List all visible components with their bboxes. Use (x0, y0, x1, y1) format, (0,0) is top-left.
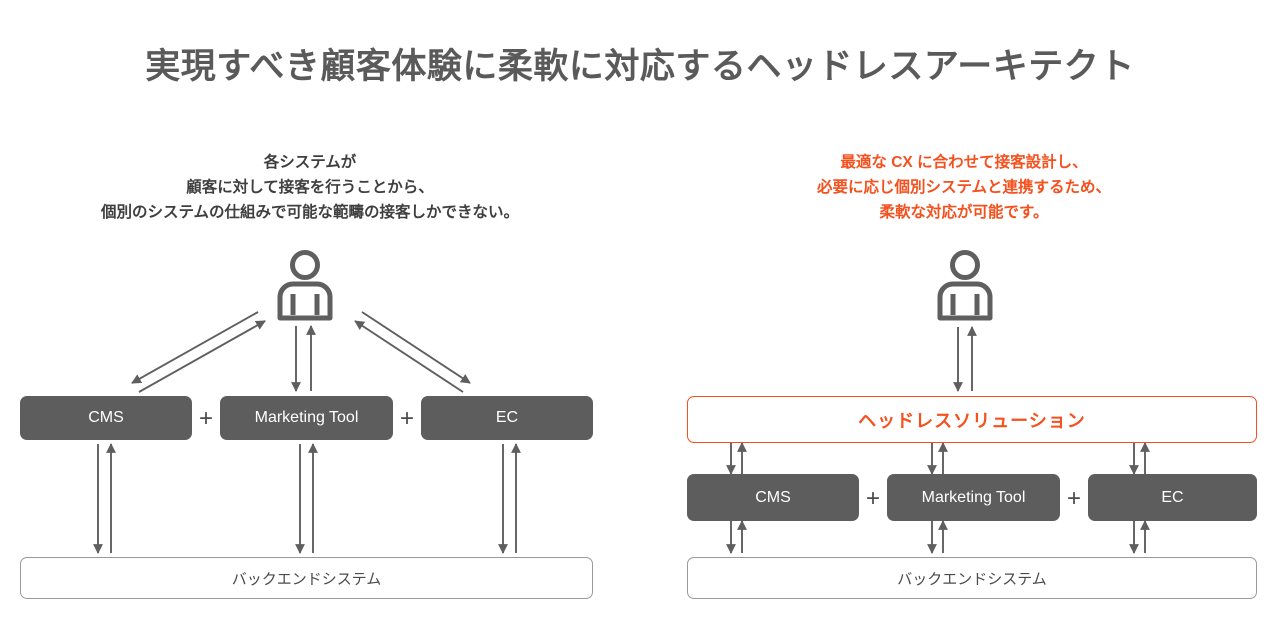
plus-separator: + (1066, 485, 1081, 512)
plus-separator: + (399, 405, 414, 432)
plus-separator: + (198, 405, 213, 432)
headless-solution-box[interactable]: ヘッドレスソリューション (687, 396, 1257, 443)
backend-system-label: バックエンドシステム (231, 570, 382, 588)
arrow-ec-backend (498, 443, 521, 554)
system-box-label: CMS (88, 409, 124, 426)
backend-system-label: バックエンドシステム (897, 570, 1047, 588)
caption-line: 必要に応じ個別システムと連携するため、 (816, 179, 1112, 197)
person-icon (272, 249, 338, 321)
system-box-cms[interactable]: CMS (20, 396, 192, 440)
person-icon (932, 249, 998, 321)
backend-system-box[interactable]: バックエンドシステム (20, 557, 593, 599)
page-title: 実現すべき顧客体験に柔軟に対応するヘッドレスアーキテクト (145, 47, 1135, 86)
arrow-person-ec (354, 311, 471, 393)
plus-separator: + (865, 485, 880, 512)
arrow-marketing-tool-backend (295, 443, 318, 554)
arrow-cms-backend (93, 443, 116, 554)
arrow-ec-backend (1129, 520, 1150, 554)
system-box-label: EC (495, 409, 519, 426)
arrow-headless-marketing-tool (927, 442, 948, 475)
system-box-label: Marketing Tool (254, 409, 359, 426)
right-panel-caption: 最適な CX に合わせて接客設計し、 必要に応じ個別システムと連携するため、 柔… (704, 150, 1224, 225)
system-box-ec[interactable]: EC (1088, 474, 1257, 521)
system-box-marketing-tool[interactable]: Marketing Tool (220, 396, 393, 440)
backend-system-box[interactable]: バックエンドシステム (687, 557, 1257, 599)
system-box-label: EC (1161, 488, 1184, 506)
left-panel-legacy-architecture: 各システムが 顧客に対して接客を行うことから、 個別のシステムの仕組みで可能な範… (20, 150, 600, 599)
arrow-person-headless (953, 326, 977, 392)
system-box-label: Marketing Tool (921, 488, 1026, 506)
arrow-marketing-tool-backend (927, 520, 948, 554)
arrow-headless-ec (1129, 442, 1150, 475)
caption-line: 顧客に対して接客を行うことから、 (186, 179, 434, 197)
left-panel-caption: 各システムが 顧客に対して接客を行うことから、 個別のシステムの仕組みで可能な範… (20, 150, 600, 225)
headless-solution-label: ヘッドレスソリューション (858, 410, 1086, 431)
system-box-marketing-tool[interactable]: Marketing Tool (887, 474, 1060, 521)
arrow-headless-cms (726, 442, 747, 475)
arrow-person-marketing-tool (291, 325, 316, 392)
caption-line: 各システムが (263, 154, 357, 171)
system-box-cms[interactable]: CMS (687, 474, 859, 521)
caption-line: 個別のシステムの仕組みで可能な範疇の接客しかできない。 (100, 204, 520, 222)
system-box-ec[interactable]: EC (421, 396, 593, 440)
caption-line: 最適な CX に合わせて接客設計し、 (840, 154, 1088, 171)
right-panel-headless-architecture: 最適な CX に合わせて接客設計し、 必要に応じ個別システムと連携するため、 柔… (640, 0, 1280, 639)
arrow-cms-backend (726, 520, 747, 554)
caption-line: 柔軟な対応が可能です。 (879, 204, 1049, 222)
arrow-person-cms (131, 311, 266, 393)
system-box-label: CMS (755, 488, 791, 506)
